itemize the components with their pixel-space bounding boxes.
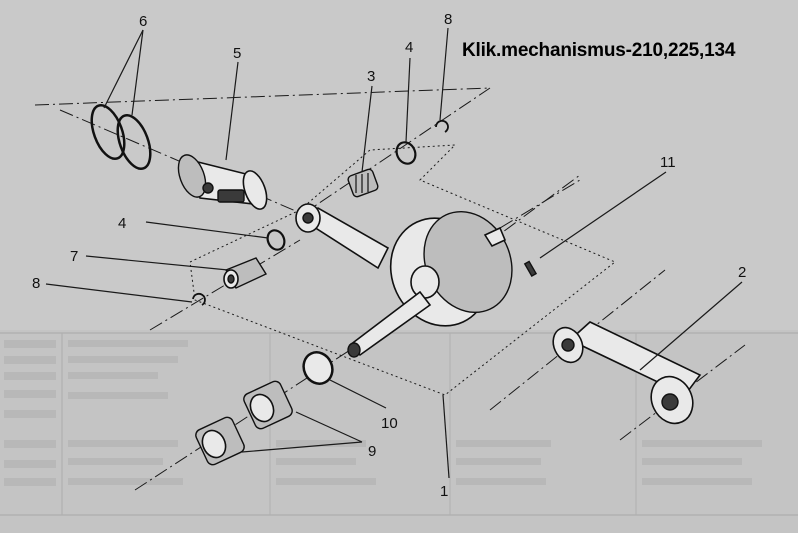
- piston-pin: [223, 257, 268, 289]
- callout-5: 5: [233, 45, 241, 62]
- washer-lower: [266, 229, 286, 251]
- piston-rings: [90, 104, 152, 170]
- callout-8-upper: 8: [444, 11, 452, 28]
- callout-3: 3: [367, 68, 375, 85]
- callout-10: 10: [381, 415, 398, 432]
- circlip-lower: [192, 292, 206, 306]
- main-bearings: [195, 380, 293, 466]
- small-end-bearing: [347, 168, 379, 198]
- circlip-upper: [435, 119, 449, 133]
- woodruff-key: [523, 260, 538, 278]
- washer-upper: [395, 141, 417, 165]
- faded-table-background: [0, 330, 798, 533]
- callout-11: 11: [660, 154, 676, 171]
- diagram-title: Klik.mechanismus-210,225,134: [462, 40, 736, 61]
- callout-4-lower: 4: [118, 215, 126, 232]
- callout-6: 6: [139, 13, 147, 30]
- leader-lines: [45, 27, 743, 479]
- assembly-outline: [189, 144, 616, 396]
- callout-9: 9: [368, 443, 376, 460]
- callout-2: 2: [738, 264, 746, 281]
- thrust-washer: [302, 351, 334, 385]
- callout-8-lower: 8: [32, 275, 40, 292]
- connecting-rod: [552, 321, 702, 425]
- callout-7: 7: [70, 248, 78, 265]
- piston: [177, 154, 268, 210]
- crankshaft-assembly: [295, 203, 513, 358]
- callout-1: 1: [440, 483, 448, 500]
- callout-4-upper: 4: [405, 39, 413, 56]
